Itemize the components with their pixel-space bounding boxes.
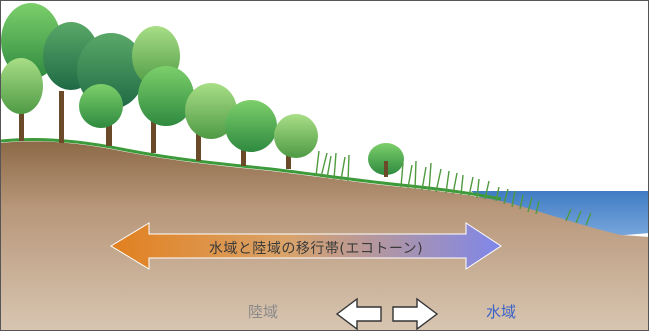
grass-line — [1, 137, 502, 201]
water-body — [471, 191, 648, 237]
reed-grasses — [315, 150, 592, 226]
forest-trees — [1, 3, 404, 177]
right-arrow-icon — [392, 297, 439, 330]
left-arrow-icon — [335, 297, 382, 330]
ecotone-double-arrow — [110, 222, 502, 270]
land-label: 陸域 — [247, 303, 278, 321]
ecotone-label: 水域と陸域の移行帯(エコトーン) — [208, 241, 424, 257]
water-label: 水域 — [485, 303, 516, 321]
